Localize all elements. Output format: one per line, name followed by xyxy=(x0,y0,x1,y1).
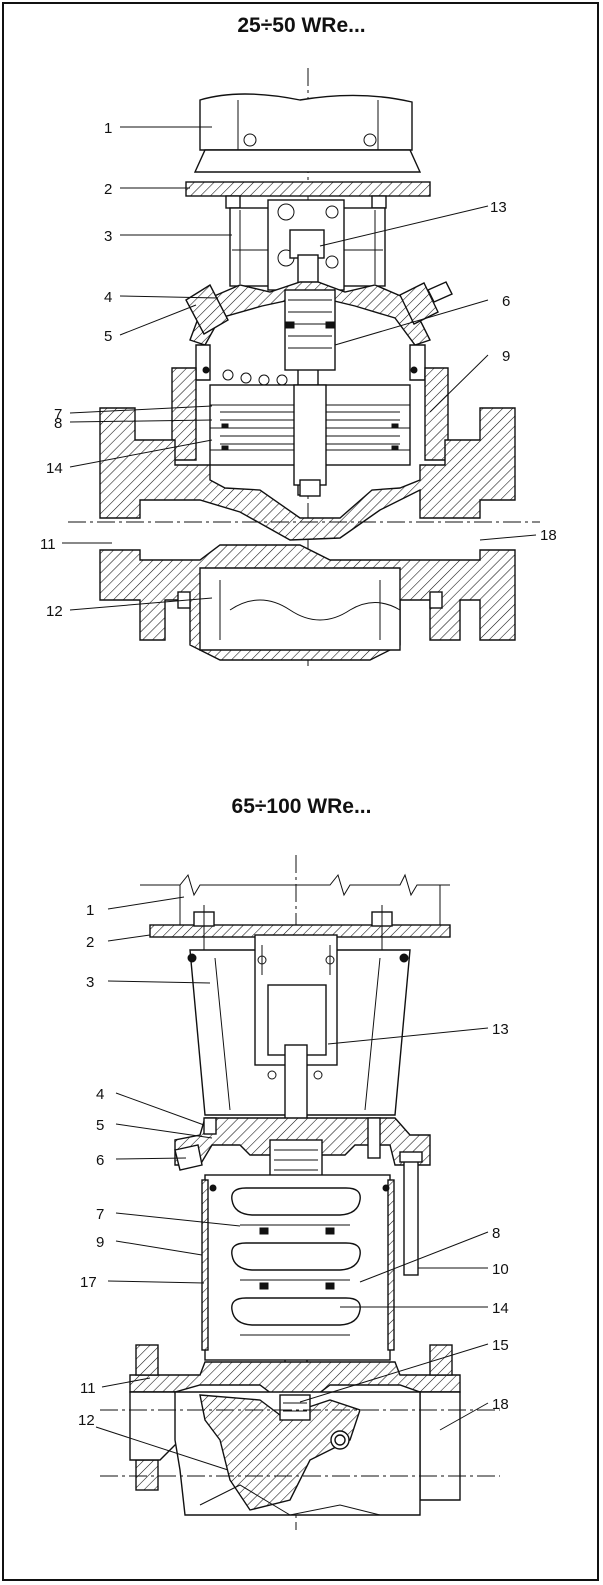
label-2-part-17: 17 xyxy=(80,1274,97,1291)
label-2-part-2: 2 xyxy=(86,934,94,951)
label-1-part-1: 1 xyxy=(104,120,112,137)
label-2-part-7: 7 xyxy=(96,1206,104,1223)
label-1-part-5: 5 xyxy=(104,328,112,345)
label-2-part-4: 4 xyxy=(96,1086,104,1103)
label-2-part-3: 3 xyxy=(86,974,94,991)
diagram-1-title: 25÷50 WRe... xyxy=(237,14,366,37)
label-2-part-18: 18 xyxy=(492,1396,509,1413)
label-2-part-5: 5 xyxy=(96,1117,104,1134)
label-1-part-6: 6 xyxy=(502,293,510,310)
diagram-2-title: 65÷100 WRe... xyxy=(231,795,372,818)
pump-drawing-small xyxy=(68,68,540,668)
label-2-part-9: 9 xyxy=(96,1234,104,1251)
label-2-part-11: 11 xyxy=(80,1380,96,1397)
leaders-diagram-2 xyxy=(95,896,489,1471)
label-2-part-10: 10 xyxy=(492,1261,509,1278)
label-1-part-14: 14 xyxy=(46,460,63,477)
label-1-part-4: 4 xyxy=(104,289,112,306)
label-2-part-1: 1 xyxy=(86,902,94,919)
label-1-part-2: 2 xyxy=(104,181,112,198)
label-1-part-3: 3 xyxy=(104,228,112,245)
label-1-part-9: 9 xyxy=(502,348,510,365)
label-1-part-7: 7 xyxy=(54,406,62,423)
label-2-part-15: 15 xyxy=(492,1337,509,1354)
label-1-part-13: 13 xyxy=(490,199,507,216)
label-1-part-18: 18 xyxy=(540,527,557,544)
label-2-part-6: 6 xyxy=(96,1152,104,1169)
label-1-part-11: 11 xyxy=(40,536,56,553)
leaders-diagram-1 xyxy=(62,126,537,611)
label-2-part-12: 12 xyxy=(78,1412,95,1429)
pump-drawing-large xyxy=(100,855,500,1530)
label-1-part-8: 8 xyxy=(54,415,62,432)
label-1-part-12: 12 xyxy=(46,603,63,620)
label-2-part-14: 14 xyxy=(492,1300,509,1317)
label-2-part-8: 8 xyxy=(492,1225,500,1242)
label-2-part-13: 13 xyxy=(492,1021,509,1038)
